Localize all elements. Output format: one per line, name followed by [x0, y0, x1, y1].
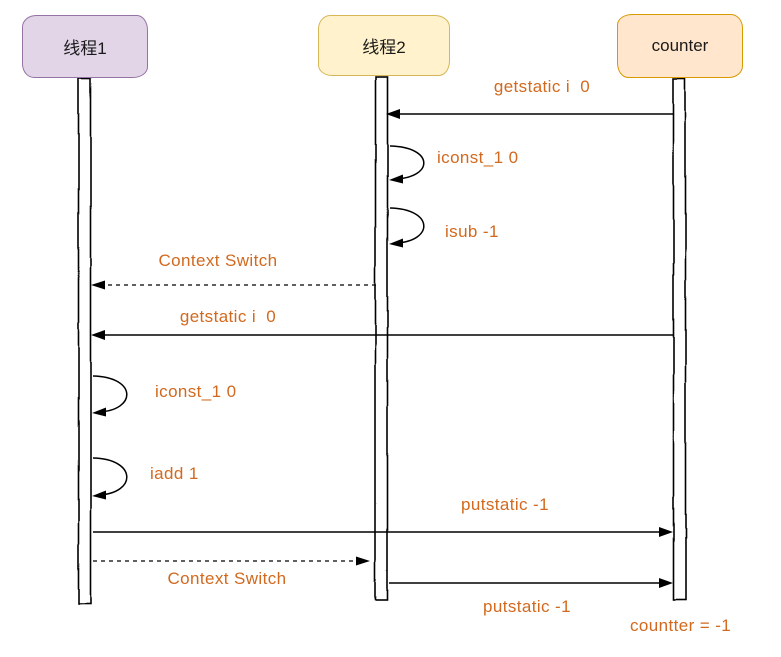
message-label-iconst-thread1: iconst_1 0	[155, 382, 237, 401]
arrow-putstatic-from-thread2	[389, 578, 673, 588]
message-label-getstatic-thread1: getstatic i 0	[179, 307, 277, 326]
arrow-getstatic-to-thread2	[386, 109, 673, 119]
result-note: countter = -1	[630, 616, 732, 635]
message-label-iconst-thread2: iconst_1 0	[437, 148, 519, 167]
arrow-context-switch-to-thread2	[93, 556, 370, 566]
message-label-context-switch-2: Context Switch	[167, 569, 287, 588]
arrow-selfloop-iconst-thread1	[92, 375, 128, 417]
message-label-context-switch-1: Context Switch	[158, 251, 278, 270]
message-label-putstatic-thread1: putstatic -1	[461, 495, 549, 514]
lifeline-thread2	[374, 76, 389, 601]
actor-counter-label: counter	[651, 36, 709, 55]
message-label-isub-thread2: isub -1	[445, 222, 499, 241]
arrow-context-switch-to-thread1	[91, 280, 376, 290]
arrow-selfloop-iconst-thread2	[389, 145, 425, 184]
actor-thread2-label: 线程2	[362, 38, 406, 57]
message-label-iadd-thread1: iadd 1	[150, 464, 199, 483]
arrow-selfloop-iadd-thread1	[92, 457, 128, 500]
actor-counter: counter	[617, 14, 743, 78]
message-label-putstatic-thread2: putstatic -1	[483, 597, 571, 616]
lifeline-thread1	[77, 77, 92, 605]
arrow-getstatic-to-thread1	[91, 330, 673, 340]
message-label-getstatic-thread2: getstatic i 0	[493, 77, 591, 96]
lifeline-counter	[672, 78, 687, 601]
actor-thread1-label: 线程1	[63, 39, 107, 58]
actor-thread2: 线程2	[318, 15, 450, 76]
arrow-selfloop-isub-thread2	[389, 207, 425, 248]
arrow-putstatic-from-thread1	[93, 527, 673, 537]
actor-thread1: 线程1	[22, 15, 148, 78]
